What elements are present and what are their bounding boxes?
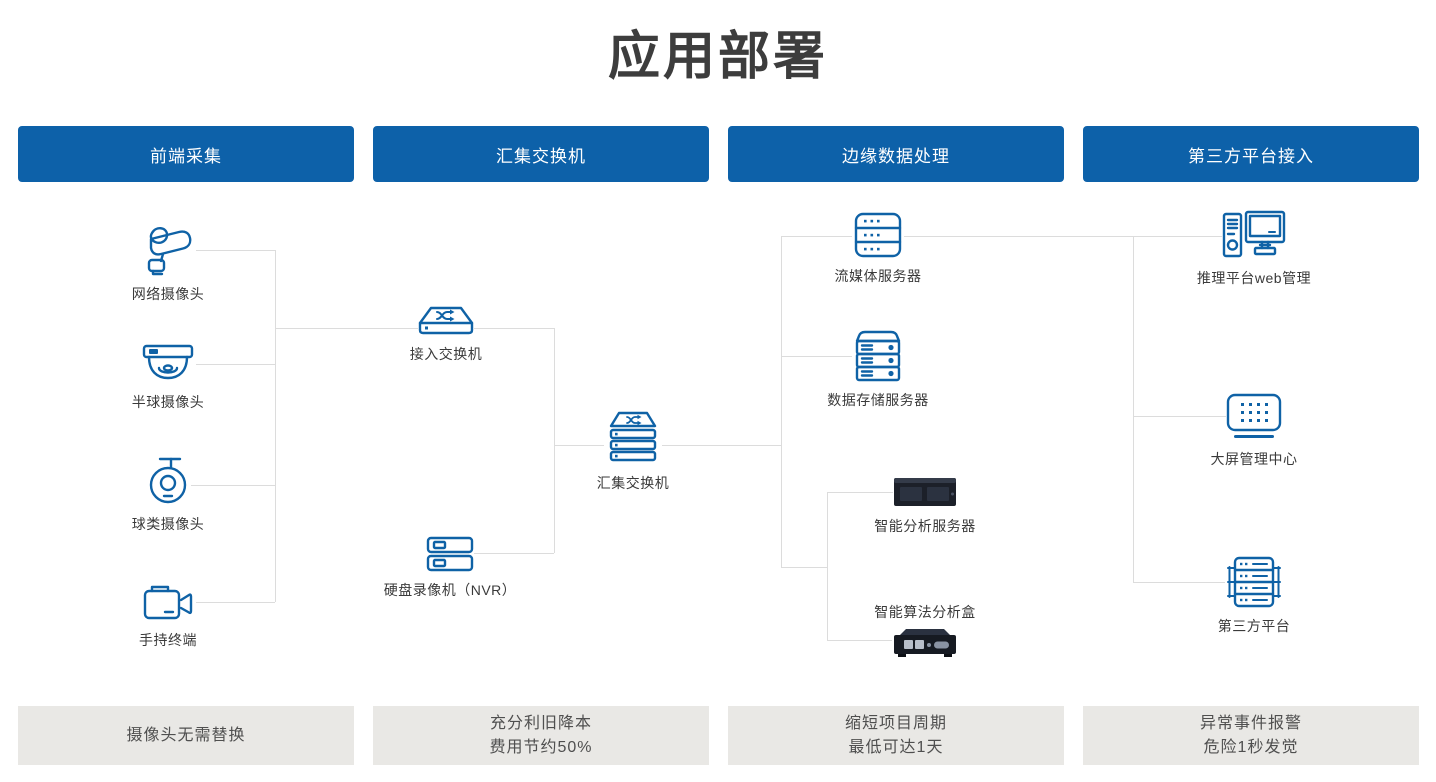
node-label: 大屏管理中心 [1210, 451, 1298, 467]
footer-line: 充分利旧降本 [489, 714, 592, 732]
node-label: 半球摄像头 [131, 394, 205, 410]
connector-line [196, 250, 275, 251]
connector-line [1133, 416, 1226, 417]
footer-frontend-collection: 摄像头无需替换 [18, 706, 354, 765]
node-label: 网络摄像头 [131, 286, 205, 302]
connector-line [781, 236, 782, 567]
connector-line [904, 236, 1222, 237]
connector-line [827, 492, 893, 493]
page-title: 应用部署 [607, 28, 828, 86]
big-screen-icon [1226, 393, 1282, 438]
node-network-camera: 网络摄像头 [93, 224, 243, 304]
node-storage-server: 数据存储服务器 [803, 330, 953, 410]
connector-line [474, 328, 554, 329]
node-label: 推理平台web管理 [1196, 270, 1312, 286]
node-access-switch: 接入交换机 [371, 306, 521, 364]
connector-line [1133, 582, 1225, 583]
footer-third-party-access: 异常事件报警 危险1秒发觉 [1083, 706, 1419, 765]
node-label: 硬盘录像机（NVR） [383, 582, 517, 598]
node-aggregation-switch: 汇集交换机 [558, 411, 708, 493]
node-big-screen: 大屏管理中心 [1179, 393, 1329, 469]
node-analysis-server: 智能分析服务器 [850, 476, 1000, 536]
node-inference-web: 推理平台web管理 [1179, 210, 1329, 288]
node-analysis-box: 智能算法分析盒 [850, 602, 1000, 658]
connector-line [827, 640, 892, 641]
column-header-frontend-collection[interactable]: 前端采集 [18, 126, 354, 182]
connector-line [781, 236, 852, 237]
node-label: 第三方平台 [1217, 618, 1291, 634]
switch-icon [418, 306, 474, 335]
footer-line: 危险1秒发觉 [1203, 738, 1299, 756]
footer-line: 缩短项目周期 [844, 714, 947, 732]
rack-server-icon [1227, 556, 1281, 608]
footer-aggregation-switch: 充分利旧降本 费用节约50% [373, 706, 709, 765]
node-streaming-server: 流媒体服务器 [803, 212, 953, 286]
connector-line [781, 356, 852, 357]
node-label: 接入交换机 [409, 346, 483, 362]
column-header-aggregation-switch[interactable]: 汇集交换机 [373, 126, 709, 182]
connector-line [196, 364, 275, 365]
ball-camera-icon [149, 457, 187, 504]
connector-line [196, 602, 275, 603]
node-label: 数据存储服务器 [827, 392, 929, 408]
analysis-server-photo [894, 478, 956, 506]
footer-edge-processing: 缩短项目周期 最低可达1天 [728, 706, 1064, 765]
node-nvr: 硬盘录像机（NVR） [370, 536, 530, 600]
node-third-party: 第三方平台 [1179, 556, 1329, 636]
bullet-camera-icon [147, 227, 192, 276]
connector-line [827, 492, 828, 640]
footer-line: 异常事件报警 [1199, 714, 1302, 732]
connector-line [191, 485, 275, 486]
connector-line [275, 250, 276, 602]
connector-line [1133, 236, 1134, 582]
column-header-edge-processing[interactable]: 边缘数据处理 [728, 126, 1064, 182]
node-label: 流媒体服务器 [834, 268, 922, 284]
footer-line: 费用节约50% [489, 738, 593, 756]
stacked-switch-icon [609, 411, 657, 462]
connector-line [781, 567, 827, 568]
nvr-icon [426, 536, 474, 572]
node-dome-camera: 半球摄像头 [93, 344, 243, 412]
analysis-box-photo [894, 629, 956, 657]
dome-camera-icon [142, 344, 194, 380]
node-label: 汇集交换机 [596, 475, 670, 491]
connector-line [662, 445, 781, 446]
storage-server-icon [855, 330, 901, 382]
connector-line [554, 445, 604, 446]
node-label: 手持终端 [139, 632, 197, 648]
node-ball-camera: 球类摄像头 [93, 456, 243, 534]
server-stack-icon [854, 212, 902, 258]
connector-line [275, 328, 418, 329]
node-handheld-terminal: 手持终端 [93, 584, 243, 650]
column-header-third-party-access[interactable]: 第三方平台接入 [1083, 126, 1419, 182]
connector-line [474, 553, 554, 554]
connector-line [554, 328, 555, 553]
node-label: 球类摄像头 [131, 516, 205, 532]
node-label: 智能分析服务器 [874, 518, 976, 534]
workstation-icon [1222, 210, 1286, 258]
footer-line: 摄像头无需替换 [126, 726, 246, 744]
footer-line: 最低可达1天 [848, 738, 944, 756]
node-label: 智能算法分析盒 [874, 604, 976, 620]
video-camera-icon [143, 585, 193, 620]
